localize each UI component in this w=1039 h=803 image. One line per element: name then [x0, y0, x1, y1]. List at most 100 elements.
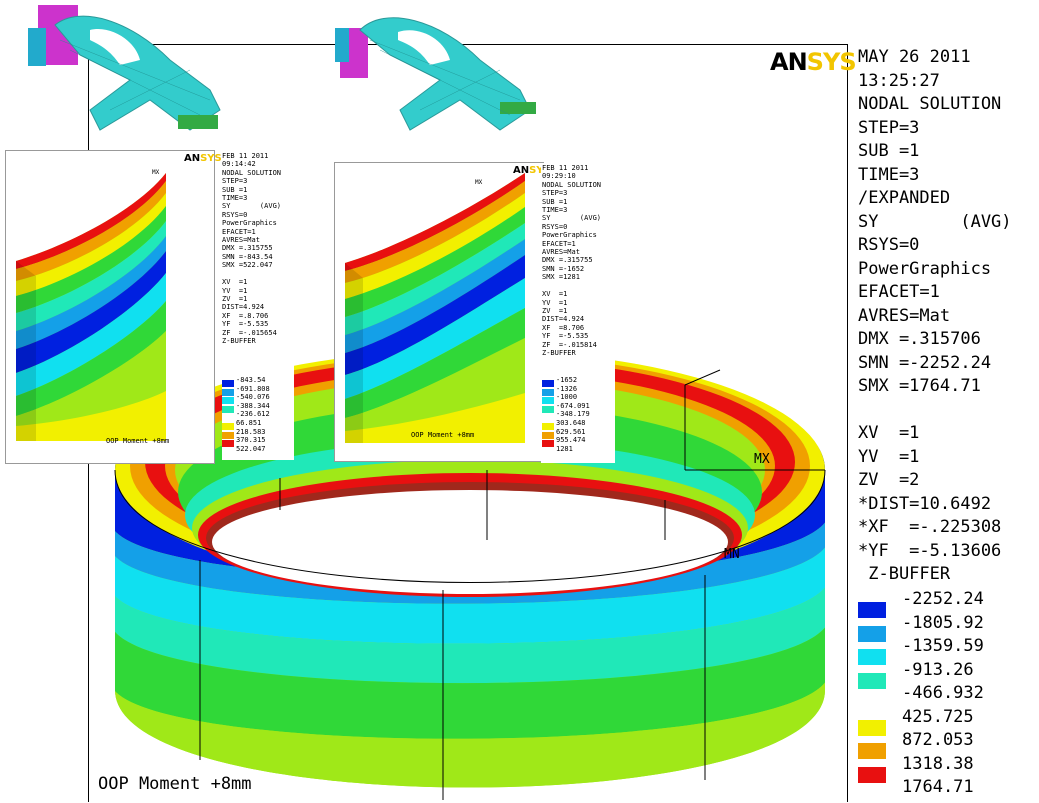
info-line: YV =1: [858, 446, 920, 467]
inset-info-line: AVRES=Mat: [222, 236, 260, 245]
info-line: STEP=3: [858, 117, 920, 138]
legend-swatch: [858, 625, 886, 642]
inset-info-line: DIST=4.924: [222, 303, 265, 312]
inset-legend-value: 629.561: [556, 427, 586, 436]
info-line: 13:25:27: [858, 70, 940, 91]
legend-row: -466.932: [858, 682, 1038, 706]
inset-legend-value: -691.808: [236, 384, 270, 393]
inset-info-line: RSYS=0: [222, 210, 248, 219]
inset-info-line: FEB 11 2011: [222, 152, 269, 160]
inset-info-line: DMX =.315755: [222, 244, 273, 253]
inset-legend-value: -1000: [556, 393, 578, 402]
inset-info-line: ZV =1: [542, 306, 568, 315]
inset-legend-swatch: [542, 397, 554, 405]
inset-legend-value: 66.851: [236, 419, 262, 427]
legend-row: -1359.59: [858, 635, 1038, 665]
legend-value: -913.26: [902, 659, 974, 680]
inset-legend-swatch: [222, 423, 234, 430]
inset-info-line: SY (AVG): [222, 202, 282, 211]
inset-2-caption: OOP Moment +8mm: [411, 431, 475, 439]
inset-legend-swatch: [542, 423, 554, 430]
inset-legend-swatch: [222, 431, 234, 439]
inset-legend-value: -1326: [556, 384, 578, 393]
legend-value: 872.053: [902, 730, 974, 750]
inset-legend-swatch: [222, 440, 234, 448]
inset-info-line: XF =8.706: [542, 323, 585, 332]
info-line: AVRES=Mat: [858, 305, 951, 326]
legend-value: 1764.71: [902, 777, 974, 797]
inset-info-line: DIST=4.924: [542, 315, 585, 324]
inset-legend-value: 370.315: [236, 436, 266, 445]
legend-swatch: [858, 719, 886, 736]
inset-legend-swatch: [542, 405, 554, 413]
inset-plot-1: ANSYS MX OOP Moment +8mm: [5, 150, 222, 464]
legend-row: -1805.92: [858, 612, 1038, 642]
inset-info-line: SMN =-843.54: [222, 252, 273, 261]
inset-info-line: EFACET=1: [222, 227, 256, 236]
inset-legend-row: -540.076: [222, 393, 302, 405]
inset-legend-value: 1281: [556, 444, 573, 453]
legend-value: -2252.24: [902, 589, 984, 609]
info-line: MAY 26 2011: [858, 47, 971, 67]
inset-legend-row: -843.54: [222, 376, 302, 387]
inset-legend-swatch: [542, 388, 554, 396]
inset-info-line: ZV =1: [222, 294, 248, 303]
inset-info-line: YF =-5.535: [542, 332, 589, 341]
inset-legend-value: -236.612: [236, 410, 270, 419]
ansys-logo: ANSYS: [770, 48, 857, 76]
inset-info-line: [222, 270, 294, 278]
legend-row: 1318.38: [858, 753, 1038, 783]
inset-legend-value: 303.648: [556, 419, 586, 427]
inset-info-line: XV =1: [542, 290, 568, 299]
inset-legend-value: -1652: [556, 376, 578, 384]
inset-info-line: SMX =522.047: [222, 261, 273, 270]
info-line: Z-BUFFER: [858, 564, 951, 584]
inset-1-max-marker: MX: [152, 169, 160, 176]
inset-2-contour: [345, 173, 525, 443]
bracket-model-right: [335, 17, 536, 131]
inset-1-logo: ANSYS: [184, 153, 222, 164]
legend-value: 425.725: [902, 706, 974, 727]
info-line: EFACET=1: [858, 282, 940, 302]
inset-legend-row: -388.344: [222, 402, 302, 413]
inset-info-line: YF =-5.535: [222, 320, 269, 329]
inset-info-line: AVRES=Mat: [542, 248, 580, 257]
inset-legend-swatch: [222, 388, 234, 396]
inset-plot-2: ANSYS MX OOP Moment +8mm: [334, 162, 615, 463]
inset-legend-row: 522.047: [222, 445, 302, 454]
info-line: *XF =-.225308: [858, 517, 1002, 537]
inset-legend-swatch: [542, 440, 554, 448]
min-marker: MN: [724, 547, 740, 562]
inset-info-line: DMX =.315755: [542, 256, 593, 265]
max-marker: MX: [754, 452, 770, 467]
info-line: XV =1: [858, 423, 920, 443]
legend-swatch: [858, 766, 886, 783]
inset-info-line: TIME=3: [222, 194, 248, 203]
info-line: SUB =1: [858, 141, 920, 161]
inset-legend-row: 629.561: [542, 427, 622, 439]
legend-row: 1764.71: [858, 776, 1038, 800]
inset-info-line: Z-BUFFER: [222, 336, 256, 345]
legend-row: 425.725: [858, 706, 1038, 736]
inset-info-line: TIME=3: [542, 206, 568, 215]
inset-info-line: EFACET=1: [542, 239, 576, 248]
info-line: /EXPANDED: [858, 188, 951, 208]
inset-info-line: SMX =1281: [542, 273, 580, 282]
inset-legend-swatch: [542, 380, 554, 387]
inset-legend-value: 218.583: [236, 427, 266, 436]
legend-value: -1805.92: [902, 612, 984, 633]
inset-legend-row: -1000: [542, 393, 622, 405]
info-line: PowerGraphics: [858, 258, 992, 279]
inset-info-line: NODAL SOLUTION: [222, 168, 282, 177]
inset-info-line: SUB =1: [222, 185, 248, 194]
info-line: *DIST=10.6492: [858, 493, 992, 514]
inset-legend-row: -1326: [542, 384, 622, 396]
legend-value: -1359.59: [902, 636, 984, 656]
legend-row: -913.26: [858, 659, 1038, 689]
inset-info-line: Z-BUFFER: [542, 348, 576, 357]
inset-legend-row: 1281: [542, 445, 622, 454]
